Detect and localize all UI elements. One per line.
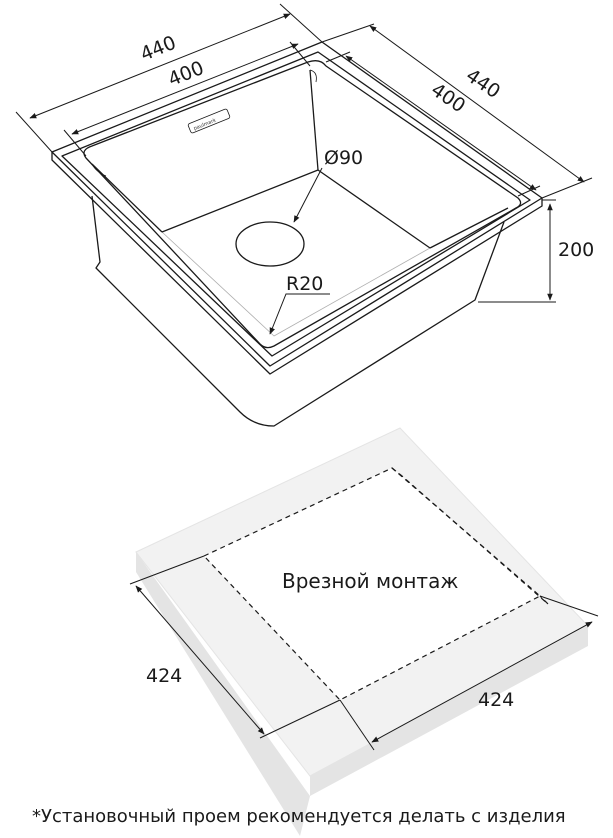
sink-rim-thickness <box>51 152 543 375</box>
footnote: *Установочный проем рекомендуется делать… <box>32 806 566 827</box>
label-drain-diameter: Ø90 <box>324 147 363 169</box>
countertop <box>135 427 589 836</box>
dim-cutout-depth <box>339 595 599 751</box>
dim-height <box>478 199 556 303</box>
countertop-opening <box>202 467 542 701</box>
label-cutout-width: 424 <box>146 665 182 687</box>
sink-rim-outer <box>51 41 543 367</box>
dim-inner-depth <box>325 51 541 197</box>
label-corner-radius: R20 <box>286 273 323 295</box>
label-inner-width: 400 <box>165 57 207 91</box>
drain-leader <box>293 167 323 223</box>
label-height: 200 <box>558 239 594 261</box>
brand-logo: paulmark <box>187 108 231 134</box>
dim-inner-width <box>63 41 311 157</box>
sink-bowl-back-wall <box>309 69 319 171</box>
sink-bowl-opening <box>83 60 522 349</box>
dim-cutout-width <box>129 555 341 739</box>
radius-leader <box>269 293 330 335</box>
sink-outer-body <box>91 195 505 427</box>
cutout-label: Врезной монтаж <box>282 569 458 593</box>
label-inner-depth: 400 <box>427 79 469 118</box>
sink-bowl-left-floor <box>161 169 431 249</box>
sink-bowl-right-wall <box>429 207 509 249</box>
drain-hole <box>235 221 305 267</box>
label-cutout-depth: 424 <box>478 689 514 711</box>
sink-bowl-front-floor <box>161 231 431 337</box>
